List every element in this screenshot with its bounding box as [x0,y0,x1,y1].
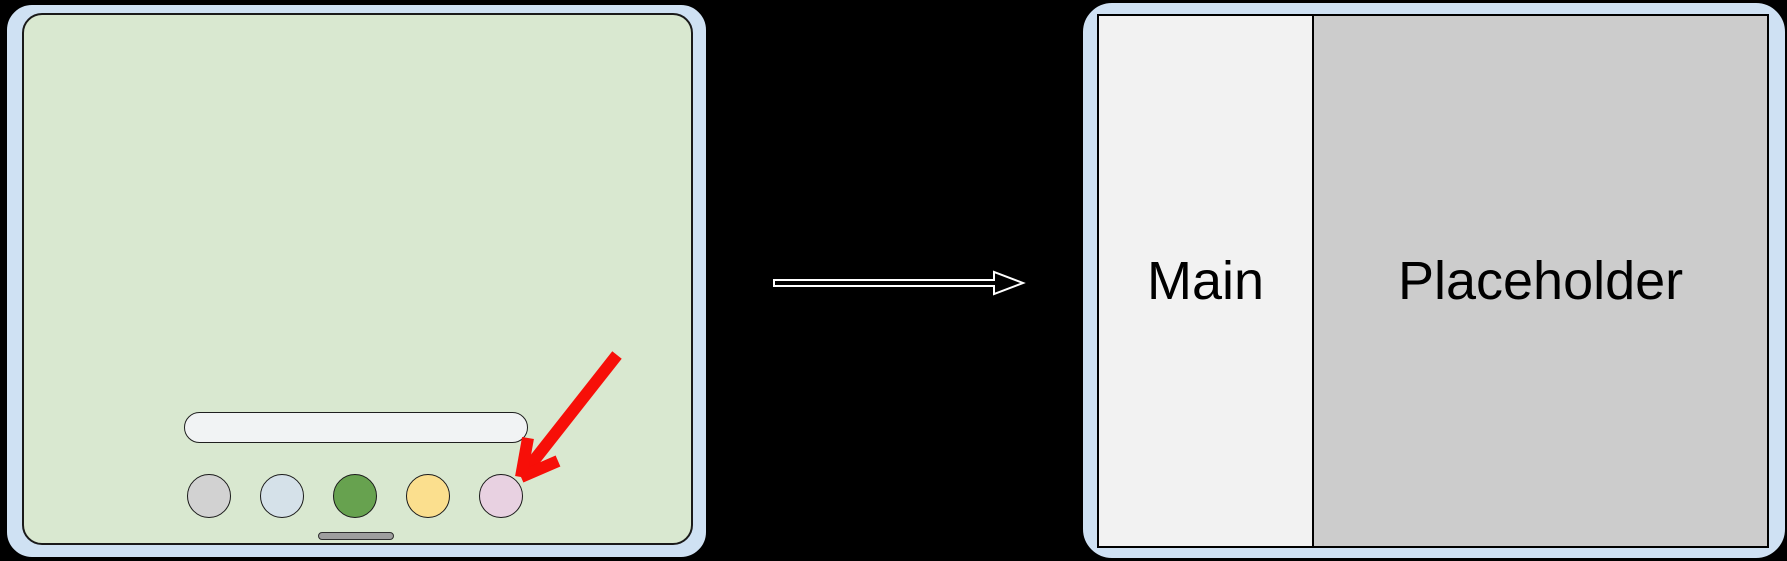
split-panel-main: Main [1099,16,1315,546]
gray-app-icon [187,474,231,518]
transition-arrow-icon [773,270,1026,296]
blue-app-icon [260,474,304,518]
yellow-app-icon [406,474,450,518]
tablet-after-frame: Main Placeholder [1082,2,1786,559]
placeholder-panel-label: Placeholder [1397,251,1684,311]
dock [187,474,523,518]
home-indicator [318,532,394,540]
taskbar-search-pill [184,412,528,443]
tablet-before-frame [6,4,707,558]
tablet-before-screen [22,13,693,545]
split-panel-placeholder: Placeholder [1314,16,1767,546]
tablet-after-screen: Main Placeholder [1097,14,1769,548]
main-panel-label: Main [1147,251,1265,311]
transition-arrow-shape [773,270,1026,296]
pink-app-icon [479,474,523,518]
green-app-icon [333,474,377,518]
